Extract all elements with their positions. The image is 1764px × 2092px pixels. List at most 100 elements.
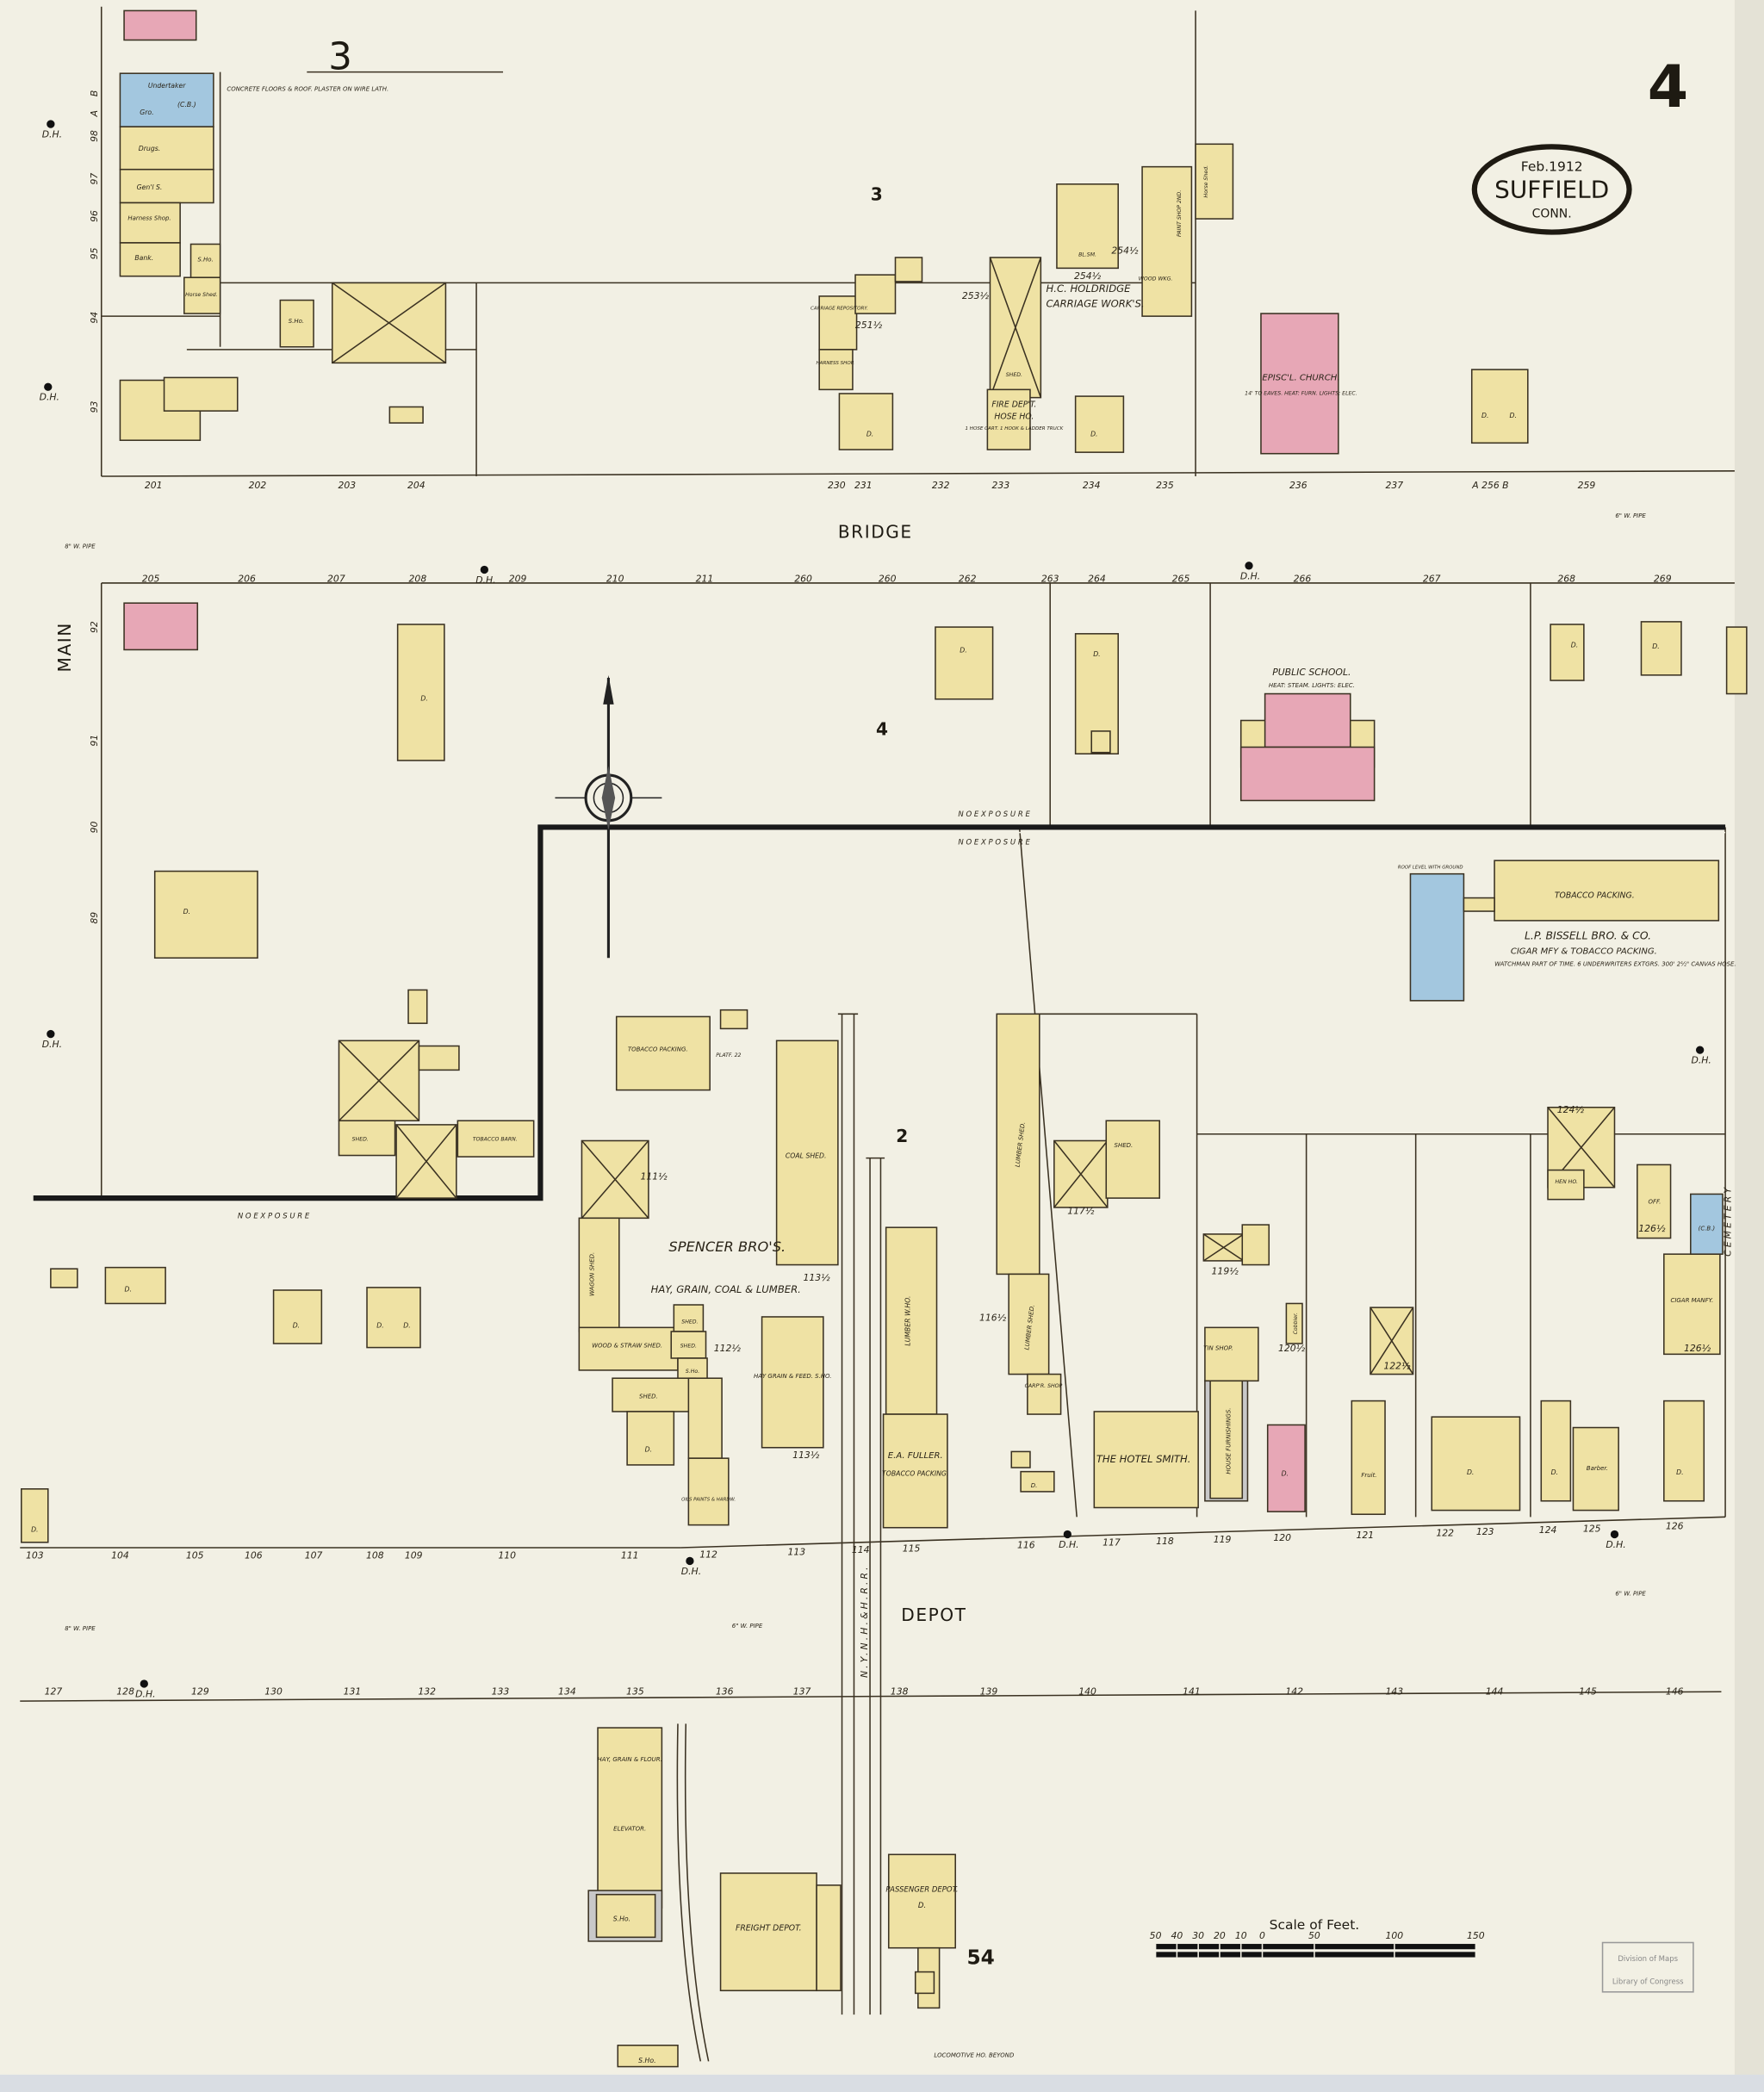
lot-number: 109 xyxy=(405,1549,423,1561)
scale-tick-label: 0 xyxy=(1259,1930,1265,1941)
building-church xyxy=(1260,313,1339,455)
scale-tick-label: 100 xyxy=(1386,1930,1404,1941)
compass-rose-icon xyxy=(555,674,662,959)
building-double-dwelling xyxy=(1470,369,1529,444)
scale-tick-label: 50 xyxy=(1150,1930,1162,1941)
scale-tick-label: 20 xyxy=(1214,1930,1226,1941)
building-horse-shed xyxy=(1195,143,1234,220)
building-fruit xyxy=(1351,1400,1386,1516)
map-label-dwelling: D. xyxy=(1031,1482,1038,1489)
hydrant-label: D.H. xyxy=(1240,570,1260,581)
map-label-fire-dept: FIRE DEP'T. xyxy=(991,400,1036,409)
hydrant-label: D.H. xyxy=(135,1688,155,1699)
map-label-sho: S.Ho. xyxy=(197,257,213,264)
rear-lot-number: 113½ xyxy=(804,1272,831,1283)
lot-number: 106 xyxy=(245,1549,263,1561)
fire-hydrant-icon xyxy=(480,565,488,574)
lot-number: 267 xyxy=(1423,573,1441,584)
hydrant-label: D.H. xyxy=(681,1566,701,1577)
lot-number: 90 xyxy=(89,821,100,833)
lot-number: 114 xyxy=(852,1544,870,1555)
rear-lot-number: 124½ xyxy=(1557,1104,1585,1115)
sheet-date: Feb.1912 xyxy=(1521,158,1583,174)
lot-number: 203 xyxy=(338,480,356,491)
map-label-hay-feed: HAY GRAIN & FEED. S.HO. xyxy=(754,1373,832,1380)
building-wood-working xyxy=(1141,165,1193,317)
map-label-carpr-shop: CARP'R. SHOP xyxy=(1025,1383,1063,1389)
rear-lot-number: 111½ xyxy=(641,1170,668,1182)
building-shed xyxy=(338,1120,396,1157)
map-label-dwelling: D. xyxy=(1551,1468,1558,1476)
map-label-shed: SHED. xyxy=(352,1136,369,1142)
building-school xyxy=(1239,746,1376,802)
scale-tick-label: 150 xyxy=(1467,1930,1485,1941)
map-label-dwelling: D. xyxy=(420,694,427,702)
map-label-elevator: ELEVATOR. xyxy=(613,1825,646,1832)
building-drugs xyxy=(119,126,214,171)
lot-number: 205 xyxy=(142,573,160,584)
building-school xyxy=(1264,692,1351,748)
map-label-dwelling: D. xyxy=(125,1286,132,1294)
building-dwelling xyxy=(1431,1416,1521,1512)
fire-hydrant-icon xyxy=(1245,562,1253,570)
building-dwelling xyxy=(396,624,445,761)
lot-number: 104 xyxy=(111,1549,129,1561)
building-dwelling xyxy=(1725,626,1748,695)
lot-number: 142 xyxy=(1285,1685,1303,1697)
building-bissell-cigar xyxy=(1409,872,1465,1002)
map-label-exposure: N O E X P O S U R E xyxy=(238,1212,310,1220)
page-number: 4 xyxy=(1648,53,1688,121)
building-freight-platform xyxy=(816,1884,842,1992)
building-dwelling xyxy=(1540,1400,1572,1502)
building-undertaker xyxy=(119,72,214,127)
building-dwelling xyxy=(21,1488,49,1543)
lot-number: 211 xyxy=(696,573,714,584)
map-label-loco: LOCOMOTIVE HO. BEYOND xyxy=(934,2052,1015,2059)
map-label-dwelling: D. xyxy=(1510,412,1517,419)
buildings-layer xyxy=(21,9,1748,2068)
lot-number: 232 xyxy=(932,480,950,491)
lot-number: 231 xyxy=(854,480,873,491)
lot-number: 128 xyxy=(116,1685,134,1697)
building-hotel xyxy=(1093,1411,1199,1509)
lot-number: 136 xyxy=(716,1685,734,1697)
page-bottom-edge xyxy=(0,2074,1764,2092)
hydrant-label: D.H. xyxy=(475,574,495,586)
building-barber xyxy=(1572,1426,1619,1512)
building-small xyxy=(50,1268,78,1288)
map-label-dwelling: D. xyxy=(1093,650,1100,658)
lot-number: 91 xyxy=(89,735,100,747)
roof-cross-mark xyxy=(581,1139,649,1219)
building-oils-paints xyxy=(687,1457,730,1526)
building-office xyxy=(1637,1164,1672,1239)
map-label-off: OFF. xyxy=(1649,1198,1662,1205)
building-dwelling xyxy=(838,393,894,450)
hydrant-label: D.H. xyxy=(42,129,62,140)
map-label-carriage-repo: CARRIAGE REPOSITORY. xyxy=(811,306,868,311)
lot-number: 208 xyxy=(409,573,427,584)
map-label-freight: FREIGHT DEPOT. xyxy=(736,1924,802,1934)
lot-number: 234 xyxy=(1083,480,1101,491)
map-label-tobacco-packing: TOBACCO PACKING. xyxy=(628,1046,688,1053)
lot-number: 269 xyxy=(1654,573,1672,584)
map-label-passenger: PASSENGER DEPOT. xyxy=(885,1886,958,1895)
map-label-dwelling: D. xyxy=(866,431,873,438)
map-label-spencer-sub: HAY, GRAIN, COAL & LUMBER. xyxy=(651,1283,801,1295)
lot-number: 206 xyxy=(238,573,256,584)
map-label-sho: S.Ho. xyxy=(638,2057,655,2064)
lot-number: 94 xyxy=(89,312,100,324)
map-label-hose-ho: HOSE HO. xyxy=(994,412,1034,421)
fire-hydrant-icon xyxy=(1695,1046,1705,1054)
fire-hydrant-icon xyxy=(47,1029,55,1039)
building-small xyxy=(719,1009,748,1030)
lot-number: 144 xyxy=(1486,1685,1504,1697)
map-label-lumber-wh: LUMBER W.HO. xyxy=(904,1296,912,1346)
building-ell xyxy=(163,376,239,412)
map-label-pipe6: 6" W. PIPE xyxy=(1615,512,1646,519)
building-stable xyxy=(279,299,314,348)
lot-number: 134 xyxy=(558,1685,576,1697)
building-storehouse xyxy=(617,2045,679,2068)
map-label-sho: S.Ho. xyxy=(613,1915,630,1923)
adjoining-sheet-number: 54 xyxy=(966,1946,994,1969)
building-harness-shop xyxy=(818,349,854,391)
